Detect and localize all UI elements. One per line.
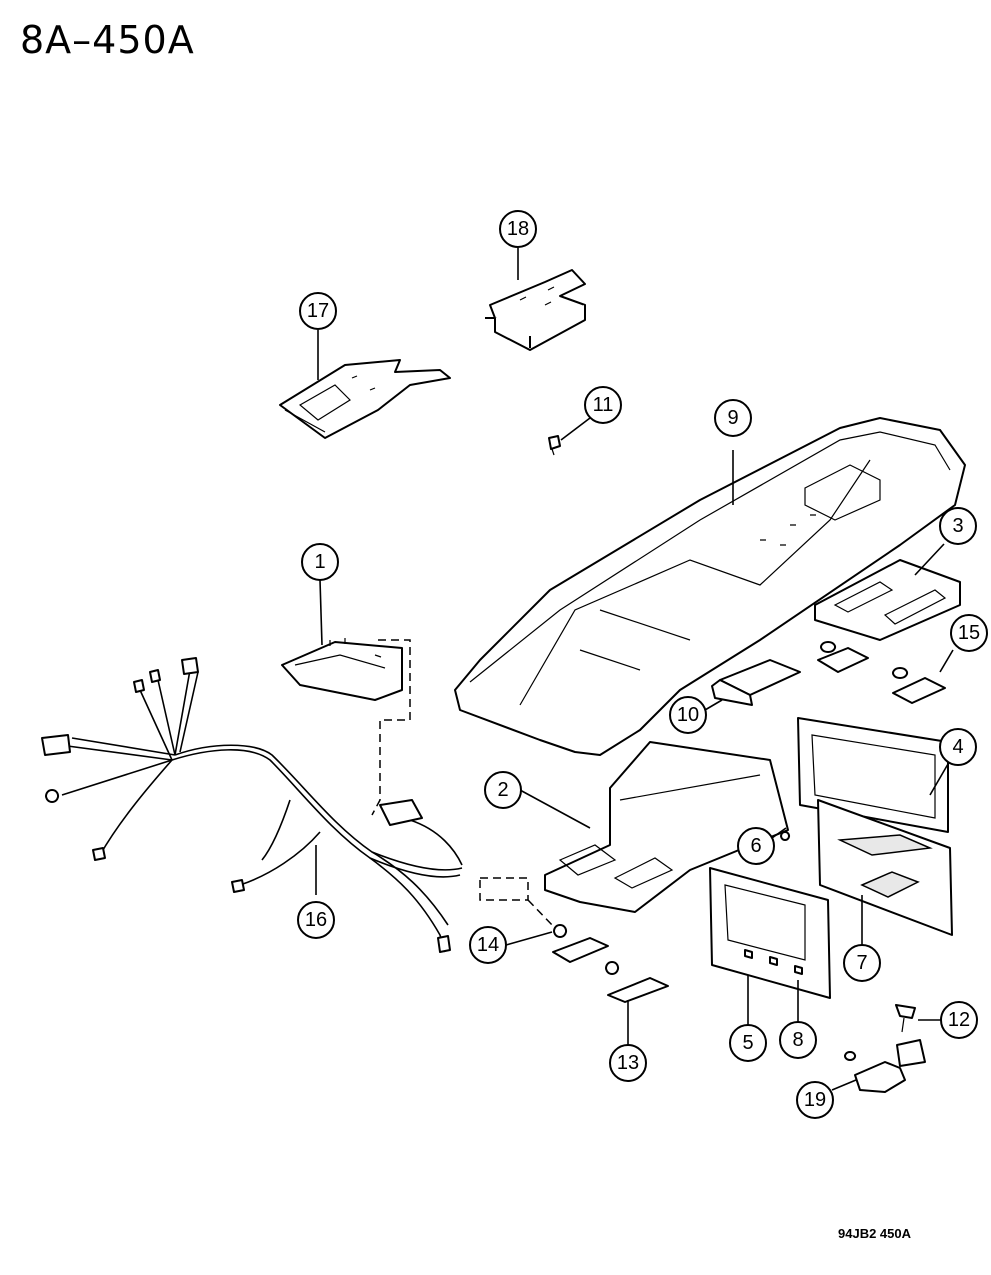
screw-12: [895, 1004, 916, 1033]
lamp-15: [817, 641, 946, 704]
callout-11: 11: [584, 386, 622, 424]
drawing-code: 94JB2 450A: [838, 1226, 911, 1241]
lamp-14: [552, 924, 609, 963]
callout-19: 19: [796, 1081, 834, 1119]
lamp-1: [281, 638, 403, 701]
svg-text:14: 14: [477, 934, 499, 956]
svg-text:15: 15: [958, 622, 980, 644]
callout-7: 7: [843, 944, 881, 982]
svg-text:19: 19: [804, 1089, 826, 1111]
dashed-bulb-box: [479, 877, 529, 901]
callout-9: 9: [714, 399, 752, 437]
callout-4: 4: [939, 728, 977, 766]
callout-18: 18: [499, 210, 537, 248]
console-housing-9: [454, 417, 966, 756]
svg-text:6: 6: [750, 835, 761, 857]
svg-text:10: 10: [677, 704, 699, 726]
callout-10: 10: [669, 696, 707, 734]
callout-17: 17: [299, 292, 337, 330]
panel-5: [709, 867, 831, 999]
bracket-18: [485, 269, 586, 351]
dashed-connection: [371, 639, 411, 816]
svg-text:17: 17: [307, 300, 329, 322]
svg-text:9: 9: [727, 407, 738, 429]
svg-text:11: 11: [593, 394, 614, 416]
callout-15: 15: [950, 614, 988, 652]
callout-1: 1: [301, 543, 339, 581]
bracket-10: [711, 659, 801, 706]
wiring-harness-16: [41, 657, 463, 953]
panel-4: [797, 717, 949, 833]
lamp-13: [605, 961, 669, 1003]
switch-bank-3: [814, 559, 961, 641]
svg-text:5: 5: [742, 1032, 753, 1054]
svg-text:1: 1: [314, 551, 325, 573]
svg-text:2: 2: [497, 779, 508, 801]
callout-3: 3: [939, 507, 977, 545]
panel-7: [817, 799, 953, 936]
plate-17: [279, 359, 451, 439]
callout-13: 13: [609, 1044, 647, 1082]
callout-14: 14: [469, 926, 507, 964]
dashed-bulb-line: [527, 899, 556, 929]
svg-text:12: 12: [948, 1009, 970, 1031]
svg-text:13: 13: [617, 1052, 639, 1074]
callout-12: 12: [940, 1001, 978, 1039]
page-code: 8A–450A: [20, 18, 195, 62]
switch-19: [844, 1039, 926, 1093]
svg-text:4: 4: [952, 736, 963, 758]
svg-text:16: 16: [305, 909, 327, 931]
callout-5: 5: [729, 1024, 767, 1062]
leader-lines: [315, 248, 954, 1091]
lamp-housing-2: [544, 741, 789, 913]
screw-11: [548, 435, 561, 456]
callout-6: 6: [737, 827, 775, 865]
svg-text:3: 3: [952, 515, 963, 537]
svg-text:18: 18: [507, 218, 529, 240]
svg-text:7: 7: [856, 952, 867, 974]
callout-8: 8: [779, 1021, 817, 1059]
callout-2: 2: [484, 771, 522, 809]
callout-16: 16: [297, 901, 335, 939]
screw-6: [780, 831, 791, 841]
svg-text:8: 8: [792, 1029, 803, 1051]
